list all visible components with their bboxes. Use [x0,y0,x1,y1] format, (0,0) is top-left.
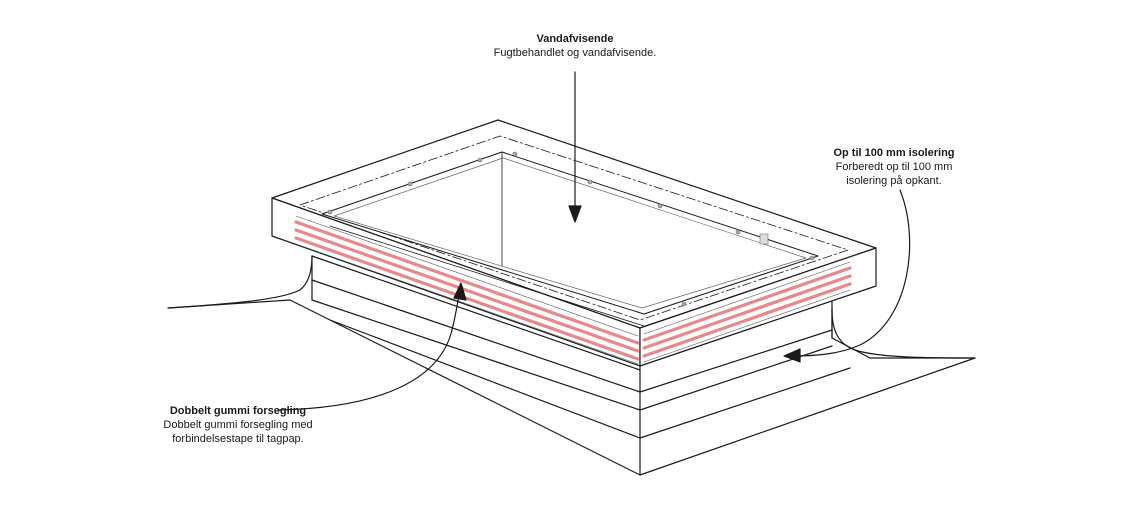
callout-waterproof-title: Vandafvisende [536,33,614,45]
callout-insulation: Op til 100 mm isolering Forberedt op til… [770,146,1018,188]
callout-insulation-title: Op til 100 mm isolering [833,147,955,159]
flange-screws [327,151,815,307]
glass-rear-edge [329,225,645,327]
double-rubber-seal-front [294,220,640,361]
glass-pane [321,151,819,315]
curb-body [311,255,851,476]
callout-insulation-description: Forberedt op til 100 mm isolering på opk… [835,161,953,187]
inner-flange-outline [299,135,849,321]
callout-seal: Dobbelt gummi forsegling Dobbelt gummi f… [110,404,366,446]
arrow-waterproof-head [568,205,582,223]
callout-waterproof-description: Fugtbehandlet og vandafvisende. [493,47,657,59]
arrow-insulation-head [783,348,801,363]
membrane-flap-left [167,255,313,309]
arrow-insulation [789,189,911,357]
callout-waterproof: Vandafvisende Fugtbehandlet og vandafvis… [430,32,720,60]
arrow-seal [277,289,461,411]
membrane-flap-right [831,309,976,359]
arrow-seal-head [453,282,467,301]
glass-pane-inner [333,157,807,309]
callout-seal-title: Dobbelt gummi forsegling [169,405,307,417]
callout-seal-description: Dobbelt gummi forsegling med forbindelse… [163,419,313,445]
latch-block [759,233,769,245]
double-rubber-seal-right [642,266,852,358]
